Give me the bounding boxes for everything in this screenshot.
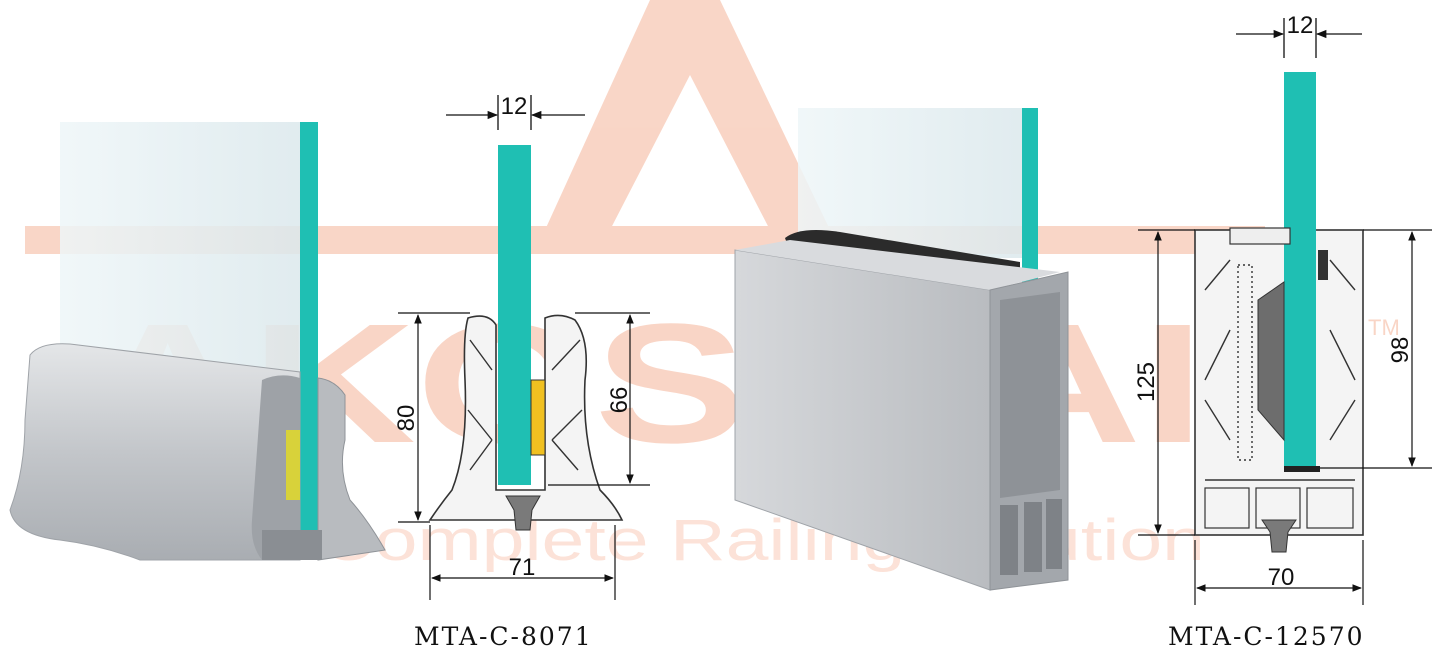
side-gasket xyxy=(1318,250,1328,280)
gasket-bottom xyxy=(1284,466,1320,472)
profile-end-face-right xyxy=(317,377,386,561)
drawing-12570: 12 125 98 70 xyxy=(1133,12,1432,605)
base-insert xyxy=(1261,519,1297,553)
profile-inner-rib-left xyxy=(1204,259,1231,441)
profile-top-face xyxy=(735,240,1060,290)
aluminium-profile xyxy=(9,343,301,561)
glass-section xyxy=(1284,72,1316,470)
caption-mta-c-8071: MTA-C-8071 xyxy=(414,622,593,651)
drawing-8071: 12 80 66 71 xyxy=(393,93,650,600)
profile-outline xyxy=(428,314,624,521)
caption-mta-c-12570: MTA-C-12570 xyxy=(1168,622,1365,651)
base-cell xyxy=(1306,487,1354,529)
yellow-shim xyxy=(286,430,300,500)
product-photo-8071 xyxy=(9,122,386,561)
product-photo-12570 xyxy=(734,108,1069,591)
inner-chamber xyxy=(1000,292,1060,498)
base-cell xyxy=(1204,487,1250,529)
profile-cell xyxy=(1000,505,1018,575)
dim-glass-label: 12 xyxy=(501,93,528,120)
dim-width-label: 71 xyxy=(509,554,536,581)
glass-edge xyxy=(300,122,318,552)
glass-panel xyxy=(60,122,302,380)
profile-end-face xyxy=(251,375,300,560)
dim-inner-label: 98 xyxy=(1387,337,1414,364)
profile-cell xyxy=(1024,502,1042,572)
dim-inner-label: 66 xyxy=(606,387,633,414)
profile-inner-rib-right xyxy=(551,339,583,471)
profile-base xyxy=(262,530,322,560)
dim-glass-label: 12 xyxy=(1287,12,1314,39)
glass-section xyxy=(498,145,531,485)
dim-height-label: 125 xyxy=(1133,362,1160,402)
base-insert xyxy=(505,495,541,531)
dim-width-label: 70 xyxy=(1268,564,1295,591)
wedge-gasket xyxy=(1257,281,1285,442)
profile-inner-rib-left xyxy=(467,339,493,471)
watermark-trademark: TM xyxy=(1368,315,1400,340)
tension-spring xyxy=(1237,264,1253,461)
profile-inner-rib-right xyxy=(1329,259,1356,441)
profile-cell xyxy=(1046,499,1062,569)
watermark-triangle-logo xyxy=(545,0,830,230)
top-clip xyxy=(1229,227,1291,245)
yellow-shim xyxy=(530,379,546,456)
dim-height-label: 80 xyxy=(393,405,420,432)
